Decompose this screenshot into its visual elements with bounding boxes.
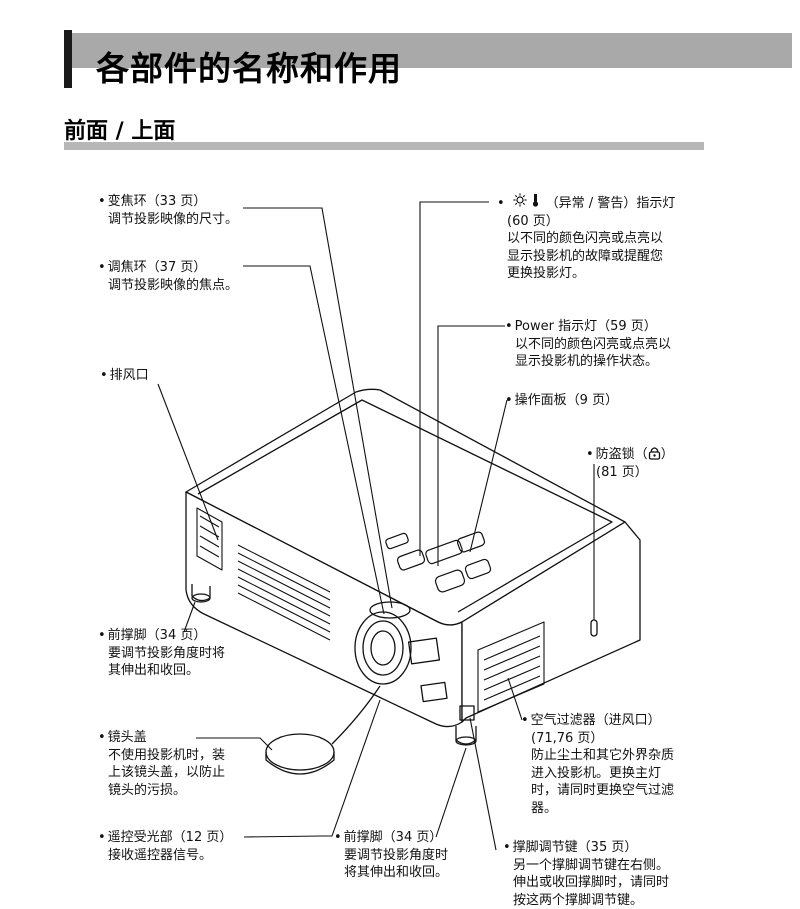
focus-ring-desc: 调节投影映像的焦点。 xyxy=(108,277,238,295)
security-lock-page: (81 页） xyxy=(596,464,674,482)
power-indicator-desc-1: 以不同的颜色闪亮或点亮以 xyxy=(515,336,671,354)
lock-icon xyxy=(648,446,661,460)
callout-focus-ring: •调焦环（37 页） 调节投影映像的焦点。 xyxy=(98,259,238,294)
power-indicator-heading: Power 指示灯（59 页） xyxy=(515,319,657,334)
power-indicator-desc-2: 显示投影机的操作状态。 xyxy=(515,353,671,371)
lens-cap-desc-3: 镜头的污损。 xyxy=(108,782,225,800)
control-panel-heading: 操作面板（9 页） xyxy=(515,393,618,408)
zoom-ring-heading: 变焦环（33 页） xyxy=(108,194,207,209)
thermometer-icon xyxy=(533,194,538,207)
air-filter-desc-4: 器。 xyxy=(531,800,674,818)
callout-lens-cap: •镜头盖 不使用投影机时，装 上该镜头盖，以防止 镜头的污损。 xyxy=(98,729,225,799)
air-filter-page: (71,76 页） xyxy=(531,730,674,748)
warning-indicator-desc-3: 更换投影灯。 xyxy=(507,265,675,283)
callout-security-lock: •防盗锁（） (81 页） xyxy=(586,446,674,481)
foot-adjust-heading: 撑脚调节键（35 页） xyxy=(513,840,638,855)
callout-warning-indicator: •（异常 / 警告）指示灯 (60 页） 以不同的颜色闪亮或点亮以 显示投影机的… xyxy=(497,193,675,283)
front-foot-left-desc-1: 要调节投影角度时将 xyxy=(108,645,225,663)
lens-cap-desc-1: 不使用投影机时，装 xyxy=(108,747,225,765)
warning-indicator-heading: （异常 / 警告）指示灯 xyxy=(546,196,676,211)
zoom-ring-desc: 调节投影映像的尺寸。 xyxy=(108,211,238,229)
remote-receiver-heading: 遥控受光部（12 页） xyxy=(108,830,233,845)
remote-receiver-desc: 接收遥控器信号。 xyxy=(108,847,232,865)
callout-remote-receiver: •遥控受光部（12 页） 接收遥控器信号。 xyxy=(98,829,232,864)
front-foot-left-heading: 前撑脚（34 页） xyxy=(108,628,207,643)
callout-power-indicator: •Power 指示灯（59 页） 以不同的颜色闪亮或点亮以 显示投影机的操作状态… xyxy=(505,318,671,371)
callout-control-panel: •操作面板（9 页） xyxy=(505,392,618,410)
air-filter-desc-2: 进入投影机。更换主灯 xyxy=(531,765,674,783)
foot-adjust-desc-3: 按这两个撑脚调节键。 xyxy=(513,892,669,909)
security-lock-heading: 防盗锁（ xyxy=(596,447,648,462)
exhaust-heading: 排风口 xyxy=(110,368,149,383)
callout-foot-adjust: •撑脚调节键（35 页） 另一个撑脚调节键在右侧。 伸出或收回撑脚时，请同时 按… xyxy=(503,839,669,909)
air-filter-heading: 空气过滤器（进风口） xyxy=(531,713,661,728)
front-foot-bottom-desc-1: 要调节投影角度时 xyxy=(344,847,448,865)
front-foot-left-desc-2: 其伸出和收回。 xyxy=(108,662,225,680)
warning-indicator-desc-1: 以不同的颜色闪亮或点亮以 xyxy=(507,230,675,248)
front-foot-bottom-desc-2: 将其伸出和收回。 xyxy=(344,864,448,882)
lens-cap-desc-2: 上该镜头盖，以防止 xyxy=(108,764,225,782)
warning-indicator-page: (60 页） xyxy=(507,213,675,231)
callout-air-filter: •空气过滤器（进风口） (71,76 页） 防止尘土和其它外界杂质 进入投影机。… xyxy=(521,712,674,817)
callout-exhaust: •排风口 xyxy=(100,367,149,385)
air-filter-desc-1: 防止尘土和其它外界杂质 xyxy=(531,747,674,765)
warning-indicator-desc-2: 显示投影机的故障或提醒您 xyxy=(507,248,675,266)
foot-adjust-desc-2: 伸出或收回撑脚时，请同时 xyxy=(513,874,669,892)
focus-ring-heading: 调焦环（37 页） xyxy=(108,260,207,275)
air-filter-desc-3: 时，请同时更换空气过滤 xyxy=(531,782,674,800)
callout-front-foot-bottom: •前撑脚（34 页） 要调节投影角度时 将其伸出和收回。 xyxy=(334,829,448,882)
front-foot-bottom-heading: 前撑脚（34 页） xyxy=(344,830,443,845)
callout-front-foot-left: •前撑脚（34 页） 要调节投影角度时将 其伸出和收回。 xyxy=(98,627,225,680)
security-lock-heading-close: ） xyxy=(661,447,674,462)
callout-zoom-ring: •变焦环（33 页） 调节投影映像的尺寸。 xyxy=(98,193,238,228)
foot-adjust-desc-1: 另一个撑脚调节键在右侧。 xyxy=(513,857,669,875)
sun-icon xyxy=(513,193,543,207)
lens-cap-heading: 镜头盖 xyxy=(108,730,147,745)
